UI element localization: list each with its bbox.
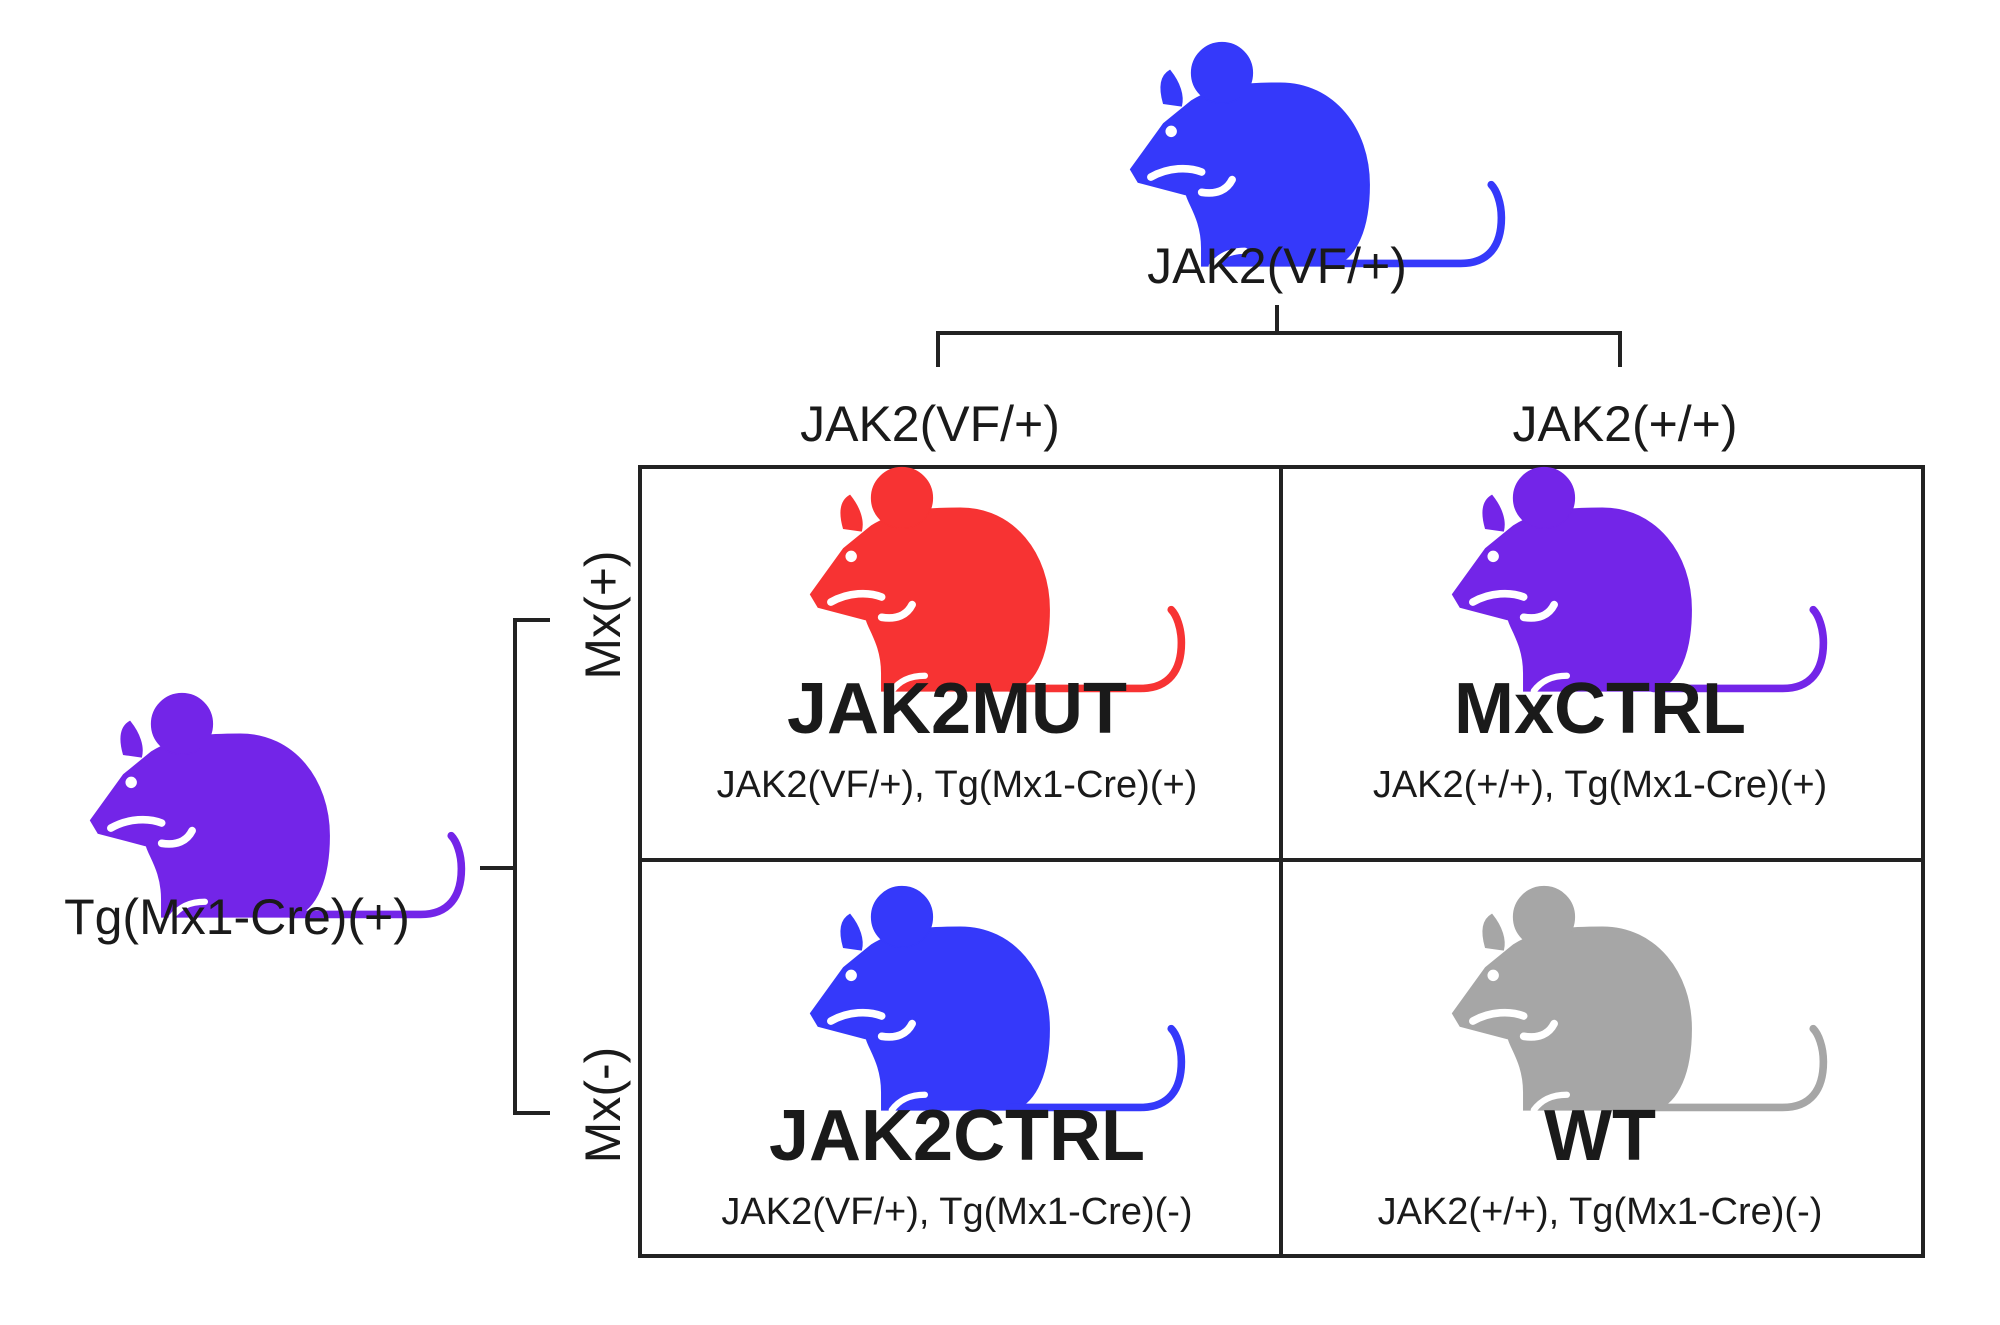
top-bracket xyxy=(936,305,1622,367)
cell-mxctrl: MxCTRL JAK2(+/+), Tg(Mx1-Cre)(+) xyxy=(1373,467,1827,806)
left-parent-mouse-icon xyxy=(91,693,462,917)
column-header-jak2-wt: JAK2(+/+) xyxy=(1512,396,1737,452)
cell-genotype: JAK2(+/+), Tg(Mx1-Cre)(-) xyxy=(1378,1191,1823,1233)
column-header-jak2-vf: JAK2(VF/+) xyxy=(800,396,1060,452)
cell-name: JAK2MUT xyxy=(787,669,1127,749)
top-parent-mouse-icon xyxy=(1131,42,1502,266)
row-label-mx-positive: Mx(+) xyxy=(575,550,631,679)
mouse-icon xyxy=(811,886,1182,1110)
cell-jak2mut: JAK2MUT JAK2(VF/+), Tg(Mx1-Cre)(+) xyxy=(717,467,1198,806)
left-parent-label: Tg(Mx1-Cre)(+) xyxy=(64,889,410,945)
mouse-icon xyxy=(1453,467,1824,691)
mouse-icon xyxy=(811,467,1182,691)
punnett-grid xyxy=(638,465,1925,1258)
cell-jak2ctrl: JAK2CTRL JAK2(VF/+), Tg(Mx1-Cre)(-) xyxy=(721,886,1193,1233)
cell-genotype: JAK2(VF/+), Tg(Mx1-Cre)(+) xyxy=(717,764,1198,806)
cell-name: WT xyxy=(1544,1096,1656,1176)
mouse-icon xyxy=(1453,886,1824,1110)
cell-genotype: JAK2(+/+), Tg(Mx1-Cre)(+) xyxy=(1373,764,1827,806)
top-parent-label: JAK2(VF/+) xyxy=(1147,238,1407,294)
left-bracket xyxy=(480,618,550,1115)
cell-genotype: JAK2(VF/+), Tg(Mx1-Cre)(-) xyxy=(721,1191,1192,1233)
cell-wt: WT JAK2(+/+), Tg(Mx1-Cre)(-) xyxy=(1378,886,1824,1233)
row-label-mx-negative: Mx(-) xyxy=(575,1047,631,1164)
cell-name: MxCTRL xyxy=(1454,669,1746,749)
cell-name: JAK2CTRL xyxy=(769,1096,1145,1176)
